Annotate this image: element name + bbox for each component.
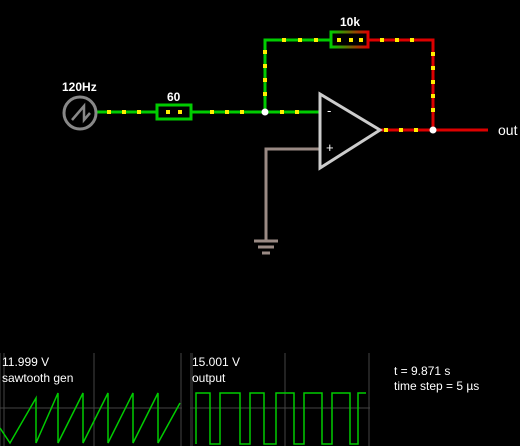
- scope-output-name: output: [192, 371, 226, 385]
- scope-sawtooth-trace: [0, 392, 181, 445]
- scope-output-value: 15.001 V: [192, 355, 241, 369]
- scope-output[interactable]: 15.001 V output: [190, 353, 370, 446]
- scope-sawtooth[interactable]: 11.999 V sawtooth gen: [0, 353, 182, 446]
- simulation-time: t = 9.871 s: [394, 364, 451, 378]
- scope-sawtooth-value: 11.999 V: [2, 355, 50, 369]
- noninverting-input-sign: +: [326, 140, 334, 155]
- scope-sawtooth-name: sawtooth gen: [2, 371, 74, 385]
- junction-nodes: [261, 108, 437, 134]
- ground-wire[interactable]: [264, 147, 320, 240]
- feedback-resistor-label: 10k: [340, 15, 361, 29]
- output-wire[interactable]: [369, 38, 488, 132]
- source-frequency-label: 120Hz: [62, 80, 97, 94]
- input-wire[interactable]: [96, 38, 330, 114]
- scope-sawtooth-plot: [0, 353, 182, 446]
- feedback-resistor[interactable]: [329, 30, 370, 49]
- ac-source-icon[interactable]: [62, 95, 98, 131]
- current-dots: [107, 38, 435, 132]
- ground-symbol[interactable]: [254, 239, 278, 255]
- scope-output-plot: [190, 353, 370, 446]
- inverting-input-sign: -: [327, 103, 332, 118]
- simulation-info: t = 9.871 s time step = 5 µs: [394, 364, 479, 394]
- input-resistor-label: 60: [167, 90, 181, 104]
- output-terminal-label: out: [498, 122, 518, 138]
- input-resistor[interactable]: [155, 103, 193, 121]
- op-amp[interactable]: [318, 91, 383, 171]
- scope-output-trace: [195, 392, 366, 445]
- simulation-time-step: time step = 5 µs: [394, 379, 480, 393]
